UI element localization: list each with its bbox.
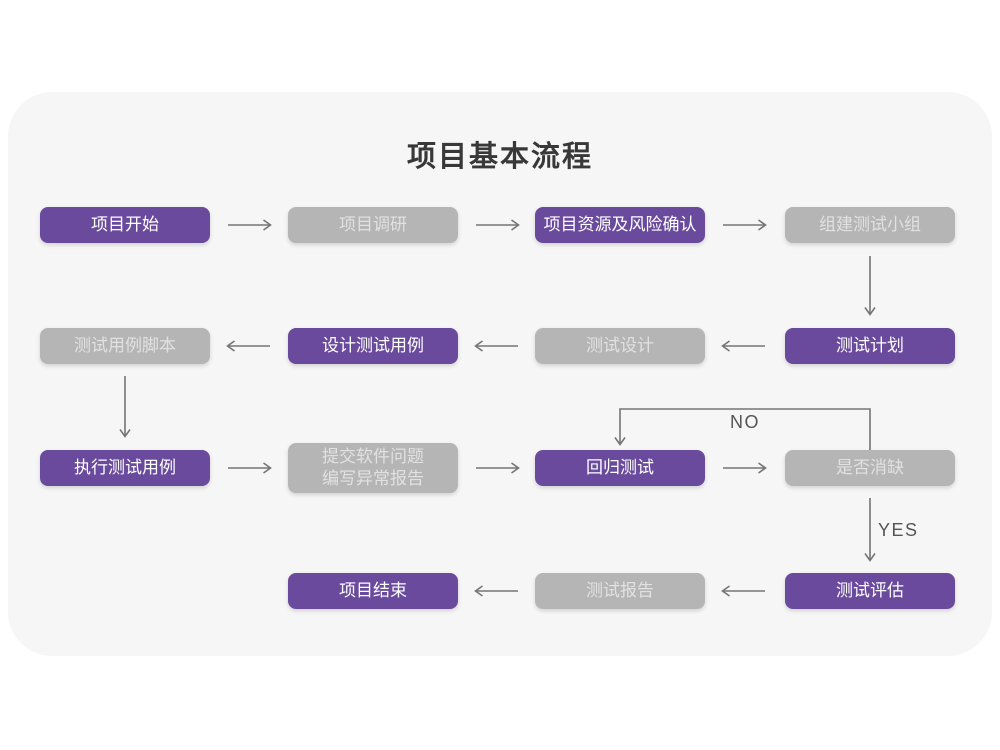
node-defect-cleared: 是否消缺 bbox=[785, 450, 955, 486]
node-resource-risk-confirm: 项目资源及风险确认 bbox=[535, 207, 705, 243]
flowchart-card bbox=[8, 92, 992, 656]
node-project-end: 项目结束 bbox=[288, 573, 458, 609]
node-design-test-cases: 设计测试用例 bbox=[288, 328, 458, 364]
node-test-report: 测试报告 bbox=[535, 573, 705, 609]
node-test-case-script: 测试用例脚本 bbox=[40, 328, 210, 364]
edge-label-no: NO bbox=[730, 412, 760, 432]
diagram-title: 项目基本流程 bbox=[406, 141, 593, 173]
node-project-start: 项目开始 bbox=[40, 207, 210, 243]
node-project-research: 项目调研 bbox=[288, 207, 458, 243]
node-test-plan: 测试计划 bbox=[785, 328, 955, 364]
node-regression-test: 回归测试 bbox=[535, 450, 705, 486]
edge-label-yes: YES bbox=[878, 520, 919, 540]
node-execute-test-cases: 执行测试用例 bbox=[40, 450, 210, 486]
node-build-test-team: 组建测试小组 bbox=[785, 207, 955, 243]
node-test-design: 测试设计 bbox=[535, 328, 705, 364]
node-test-evaluation: 测试评估 bbox=[785, 573, 955, 609]
node-submit-issue-report: 提交软件问题 编写异常报告 bbox=[288, 443, 458, 493]
